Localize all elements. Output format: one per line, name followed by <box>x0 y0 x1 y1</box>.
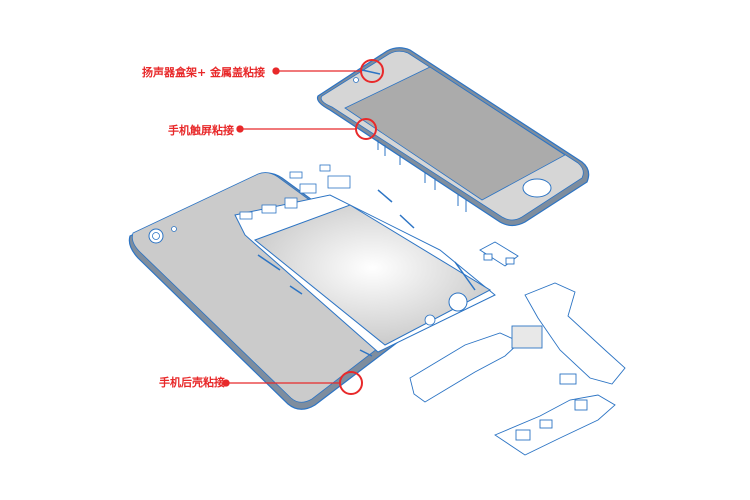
camera-lens <box>148 228 164 244</box>
front-glass-panel <box>316 47 590 227</box>
callout-back-cover: 手机后壳粘接 <box>159 376 225 389</box>
highlight-circles <box>339 59 384 395</box>
bracket-part <box>479 241 519 267</box>
screen-area <box>344 66 566 201</box>
callout-speaker-bracket: 扬声器盒架+ 金属盖粘接 <box>141 66 265 79</box>
callout-leaders <box>222 67 361 387</box>
mid-frame-battery <box>234 164 496 357</box>
callout-touchscreen: 手机触屏粘接 <box>168 124 234 137</box>
home-button <box>522 178 552 198</box>
flex-cable-assembly <box>409 282 626 456</box>
